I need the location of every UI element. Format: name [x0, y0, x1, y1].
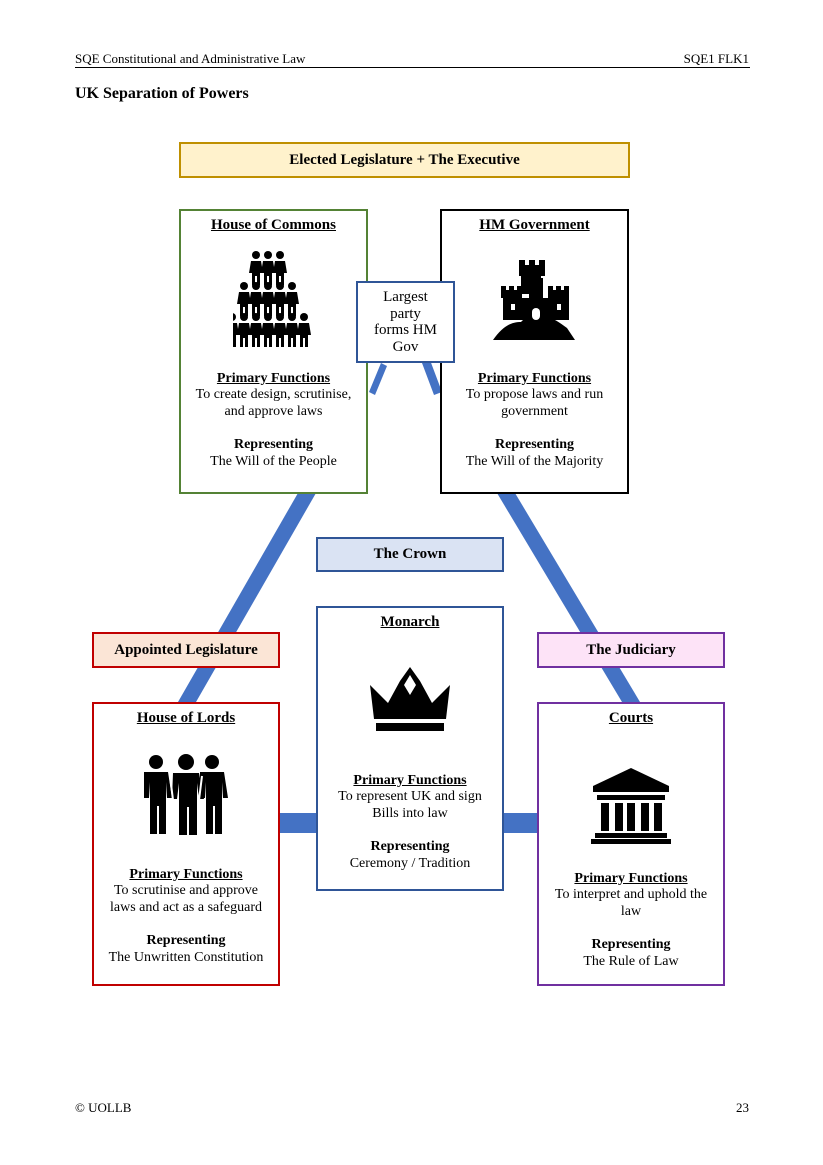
person-center	[172, 753, 204, 835]
courts-functions-line2: law	[620, 903, 642, 919]
banner-the-crown: The Crown	[316, 537, 504, 572]
banner-appointed-label: Appointed Legislature	[114, 641, 258, 658]
crown-icon	[370, 666, 450, 731]
government-representing-label: Representing	[494, 437, 575, 452]
courts-functions-label: Primary Functions	[574, 870, 688, 886]
commons-title: House of Commons	[210, 217, 336, 233]
monarch-functions-line1: To represent UK and sign	[338, 789, 482, 804]
note-line4: Gov	[392, 338, 419, 355]
header-left: SQE Constitutional and Administrative La…	[75, 51, 306, 66]
footer-copyright: © UOLLB	[75, 1100, 132, 1115]
commons-functions-line1: To create design, scrutinise,	[195, 387, 352, 402]
box-courts: Courts Primary Functions To interpret an…	[537, 702, 725, 986]
connector-lords-monarch	[279, 813, 317, 833]
banner-elected-label: Elected Legislature + The Executive	[289, 151, 520, 168]
connector-monarch-courts	[503, 813, 537, 833]
monarch-functions-line2: Bills into law	[372, 805, 448, 821]
box-house-of-lords: House of Lords Primary Functions To scru…	[92, 702, 280, 986]
government-functions-line1: To propose laws and run	[465, 387, 604, 402]
note-line3: forms HM	[374, 322, 437, 338]
three-people-icon	[144, 753, 228, 835]
government-functions-line2: government	[501, 403, 568, 419]
header-rule	[75, 67, 750, 68]
banner-the-judiciary: The Judiciary	[537, 632, 725, 668]
courts-title: Courts	[608, 710, 654, 726]
commons-functions-label: Primary Functions	[216, 370, 331, 386]
person-left	[144, 754, 172, 834]
header-right: SQE1 FLK1	[683, 51, 749, 66]
connector-left-top	[369, 363, 387, 395]
footer-page-number: 23	[736, 1100, 749, 1115]
monarch-functions-label: Primary Functions	[353, 772, 467, 788]
monarch-title: Monarch	[380, 614, 440, 630]
banner-appointed-legislature: Appointed Legislature	[92, 632, 280, 668]
person	[248, 250, 263, 285]
box-monarch: Monarch Primary Functions To represent U…	[316, 606, 504, 891]
person	[260, 250, 275, 285]
monarch-representing-label: Representing	[370, 839, 450, 854]
lords-functions-label: Primary Functions	[129, 866, 243, 882]
lords-functions-line2: laws and act as a safeguard	[110, 899, 262, 915]
lords-representing: The Unwritten Constitution	[108, 949, 264, 965]
commons-representing-label: Representing	[233, 437, 314, 452]
commons-representing: The Will of the People	[210, 453, 337, 469]
connector-right-top	[422, 360, 442, 395]
commons-functions-line2: and approve laws	[224, 403, 323, 419]
courts-representing-label: Representing	[591, 937, 671, 952]
government-representing: The Will of the Majority	[465, 453, 604, 469]
page-title: UK Separation of Powers	[75, 85, 249, 102]
monarch-representing: Ceremony / Tradition	[349, 855, 471, 871]
lords-title: House of Lords	[136, 710, 236, 726]
person-right	[200, 754, 228, 834]
courts-functions-line1: To interpret and uphold the	[554, 887, 708, 902]
person	[272, 250, 287, 285]
lords-representing-label: Representing	[146, 933, 226, 948]
box-hm-government: HM Government Primary Functions To propo…	[440, 209, 629, 494]
government-title: HM Government	[479, 217, 590, 233]
castle-icon	[492, 259, 575, 340]
note-line1: Largest	[383, 289, 428, 305]
courts-representing: The Rule of Law	[583, 953, 679, 969]
banner-crown-label: The Crown	[373, 546, 447, 562]
government-functions-label: Primary Functions	[477, 370, 592, 386]
courthouse-icon	[591, 767, 671, 844]
banner-judiciary-label: The Judiciary	[586, 641, 676, 658]
banner-elected-legislature-executive: Elected Legislature + The Executive	[179, 142, 630, 178]
lords-functions-line1: To scrutinise and approve	[113, 883, 259, 898]
note-largest-party: Largest party forms HM Gov	[356, 281, 455, 363]
people-crowd-icon	[232, 250, 311, 347]
box-house-of-commons: House of Commons Primary Functions To cr…	[179, 209, 368, 494]
note-line2: party	[390, 305, 421, 322]
connector-right-diagonal	[497, 493, 640, 702]
connector-left-diagonal	[178, 493, 316, 702]
